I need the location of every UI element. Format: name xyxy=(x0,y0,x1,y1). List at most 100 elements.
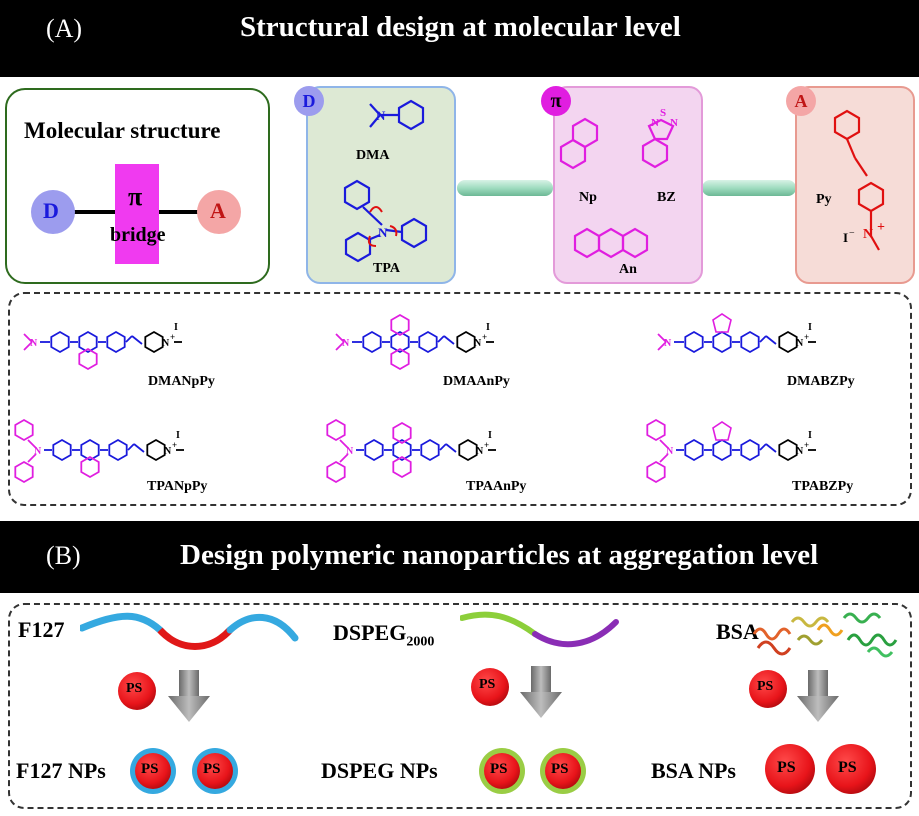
atom-label: N xyxy=(666,446,674,457)
phenyl-ring xyxy=(14,418,34,442)
pi-badge: π xyxy=(541,86,571,116)
phenyl-ring xyxy=(684,438,704,462)
benzothiadiazole-structure xyxy=(641,118,675,169)
pi-structures: N S N xyxy=(559,107,678,259)
donor-structures: N N xyxy=(343,99,428,263)
panel-b-banner: (B) Design polymeric nanoparticles at ag… xyxy=(0,521,919,593)
nanoparticle-box xyxy=(8,603,912,809)
np-label-dspeg: DSPEG NPs xyxy=(321,758,438,783)
arrow-down-icon xyxy=(168,670,210,722)
polymer-label-dspeg: DSPEG2000 xyxy=(333,620,434,650)
pi-badge-text: π xyxy=(550,90,562,112)
svg-text:N: N xyxy=(670,117,678,129)
naphthalene-structure xyxy=(559,117,599,170)
molecular-structure-box: Molecular structure D π bridge A xyxy=(5,88,270,284)
benzothiadiazole-ring xyxy=(712,330,732,354)
svg-text:−: − xyxy=(849,228,855,239)
acceptor-circle xyxy=(197,190,241,234)
phenyl-ring xyxy=(740,438,760,462)
phenyl-ring xyxy=(418,330,438,354)
acceptor-box xyxy=(795,86,915,284)
compound-label-tpaanpy: TPAAnPy xyxy=(466,479,527,494)
phenyl-ring xyxy=(364,438,384,462)
bond xyxy=(335,341,345,351)
bridge-label: bridge xyxy=(110,224,166,246)
anthracene-ring xyxy=(390,313,410,337)
pi-item-an: An xyxy=(619,262,637,277)
bond xyxy=(339,453,349,463)
atom-label: + xyxy=(172,440,177,450)
bond xyxy=(23,333,33,343)
pi-bridge-rect xyxy=(115,164,159,264)
compound-label-dmabzpy: DMABZPy xyxy=(787,374,855,389)
donor-badge: D xyxy=(294,86,324,116)
bond xyxy=(131,335,143,345)
compound-grid xyxy=(8,292,912,506)
naphthalene-ring xyxy=(80,455,100,479)
bond xyxy=(659,439,669,449)
bond xyxy=(437,335,445,343)
atom-label: + xyxy=(482,332,487,342)
donor-label: D xyxy=(43,198,59,223)
bond xyxy=(659,453,669,463)
acceptor-label: A xyxy=(210,198,226,223)
svg-text:N: N xyxy=(651,117,659,129)
bond xyxy=(23,341,33,351)
anthracene-ring xyxy=(392,455,412,479)
phenyl-ring xyxy=(326,418,346,442)
ps-dot xyxy=(471,668,509,706)
svg-text:+: + xyxy=(877,220,885,235)
atom-label: I xyxy=(486,322,490,333)
polymer-label-dspeg-text: DSPEG xyxy=(333,620,407,645)
atom-label: I xyxy=(488,430,492,441)
phenyl-ring xyxy=(14,460,34,484)
compound-label-tpabzpy: TPABZPy xyxy=(792,479,854,494)
svg-text:N: N xyxy=(378,225,388,240)
pyridinium-ring xyxy=(778,438,798,462)
bond xyxy=(759,443,767,451)
compound-label-dmaanpy: DMAAnPy xyxy=(443,374,510,389)
svg-text:N: N xyxy=(863,227,873,242)
bond xyxy=(443,335,455,345)
compound-label-tpanppy: TPANpPy xyxy=(147,479,208,494)
d-pi-a-scheme xyxy=(31,164,241,264)
acceptor-item-py: Py xyxy=(816,192,832,207)
atom-label: N xyxy=(796,338,804,349)
atom-label: N xyxy=(796,446,804,457)
polymer-label-f127: F127 xyxy=(18,617,65,642)
phenyl-ring xyxy=(684,330,704,354)
svg-text:S: S xyxy=(660,107,666,119)
atom-label: + xyxy=(804,440,809,450)
polymer-label-dspeg-sub: 2000 xyxy=(406,634,435,650)
atom-label: N xyxy=(162,338,170,349)
pyridinium-ring xyxy=(144,330,164,354)
compound-label-dmanppy: DMANpPy xyxy=(148,374,215,389)
ps-label: PS xyxy=(203,761,221,777)
atom-label: N xyxy=(342,338,350,349)
pyridinium-ring xyxy=(458,438,478,462)
atom-label: N xyxy=(476,446,484,457)
panel-a-tag: (A) xyxy=(46,14,83,43)
phenyl-ring xyxy=(362,330,382,354)
ps-label: PS xyxy=(479,677,496,692)
atom-label: N xyxy=(474,338,482,349)
atom-label: N xyxy=(30,338,38,349)
bond xyxy=(445,443,457,453)
donor-item-tpa: TPA xyxy=(373,261,400,276)
atom-label: N xyxy=(346,446,354,457)
ps-label: PS xyxy=(838,759,857,776)
atom-label: N xyxy=(664,338,672,349)
phenyl-ring xyxy=(106,330,126,354)
anthracene-ring xyxy=(390,330,410,354)
donor-box xyxy=(306,86,456,284)
ps-label: PS xyxy=(777,759,796,776)
acceptor-badge-text: A xyxy=(794,91,808,111)
bond xyxy=(339,439,349,449)
phenyl-ring xyxy=(646,418,666,442)
bond xyxy=(657,341,667,351)
donor-item-dma: DMA xyxy=(356,148,390,163)
connector-pi-acceptor xyxy=(702,180,796,196)
svg-text:I: I xyxy=(843,230,848,245)
bond xyxy=(765,443,777,453)
